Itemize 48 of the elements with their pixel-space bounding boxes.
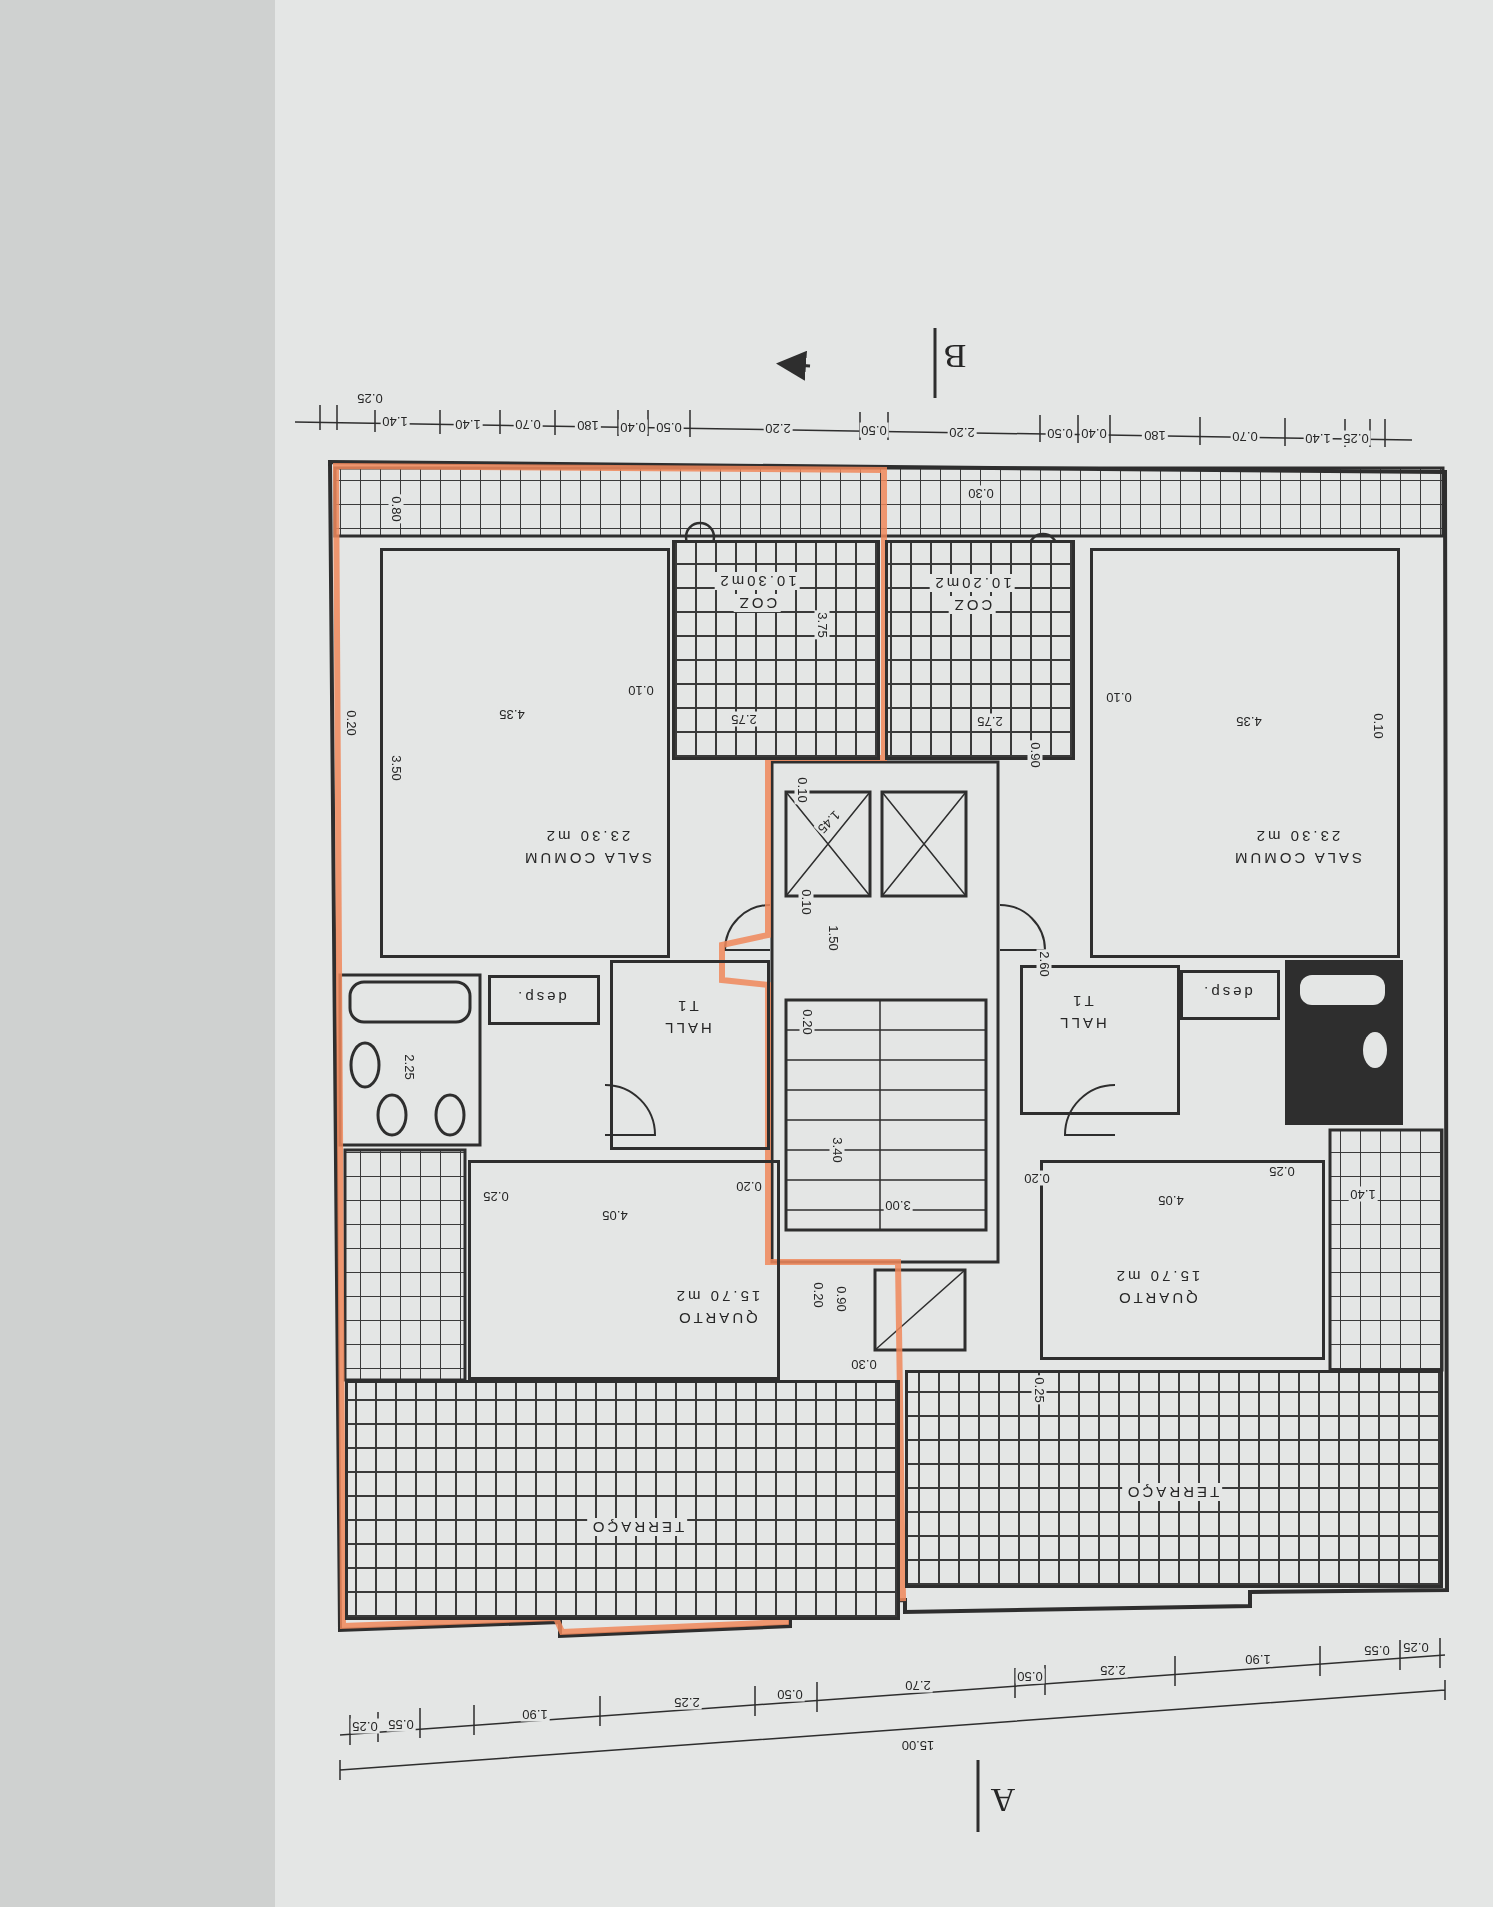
room-area: 15.70 m2 (670, 1287, 764, 1305)
bedroom (468, 1160, 780, 1380)
dimension-label: 0.80 (388, 494, 404, 524)
living-room (380, 548, 670, 958)
living-room (1090, 548, 1400, 958)
dimension-label: 0.20 (799, 1007, 815, 1037)
dimension-label: 1.40 (1348, 1186, 1378, 1202)
room-name: TERRAÇO (586, 1518, 688, 1536)
hall-room (610, 960, 770, 1150)
room-area: 15.70 m2 (1110, 1267, 1204, 1285)
dimension-label: 0.30 (966, 485, 996, 501)
room-name: desp. (514, 988, 568, 1006)
kitchen-room (672, 540, 880, 760)
room-name: desp. (1200, 983, 1254, 1001)
dimension-label: 0.20 (1022, 1170, 1052, 1186)
room-area: T1 (672, 997, 702, 1015)
room-area: 23.30 m2 (1250, 827, 1344, 845)
terrace (905, 1370, 1443, 1588)
room-name: SALA COMUM (1231, 849, 1363, 867)
dimension-label: 0.25 (1341, 430, 1371, 446)
dimension-label: 0.50 (1015, 1668, 1045, 1684)
dimension-label: 0.10 (798, 887, 814, 917)
dimension-label: 0.90 (1027, 740, 1043, 770)
room-area: T1 (1067, 992, 1097, 1010)
dimension-label: 0.50 (859, 422, 889, 438)
room-area: 10.30m2 (714, 572, 800, 590)
terrace (345, 1380, 900, 1620)
room-name: HALL (1056, 1014, 1108, 1032)
dimension-label: 0.10 (794, 775, 810, 805)
dimension-label: 3.40 (829, 1135, 845, 1165)
storage-room (488, 975, 600, 1025)
room-area: 10.20m2 (929, 574, 1015, 592)
dimension-label: 0.25 (350, 1718, 380, 1734)
room-name: QUARTO (1115, 1289, 1199, 1307)
room-name: COZ (948, 596, 996, 614)
storage-room (1180, 970, 1280, 1020)
room-name: COZ (733, 594, 781, 612)
room-area: 23.30 m2 (540, 827, 634, 845)
dimension-label: 3.75 (814, 610, 830, 640)
room-name: QUARTO (675, 1309, 759, 1327)
room-name: HALL (661, 1019, 713, 1037)
room-name: SALA COMUM (521, 849, 653, 867)
dimension-label: 2.60 (1036, 949, 1052, 979)
dimension-label: 2.75 (729, 711, 759, 727)
room-name: TERRAÇO (1121, 1483, 1223, 1501)
dimension-label: 0.40 (618, 419, 648, 435)
dimension-label: 0.25 (1031, 1375, 1047, 1405)
dimension-label: 2.75 (975, 713, 1005, 729)
